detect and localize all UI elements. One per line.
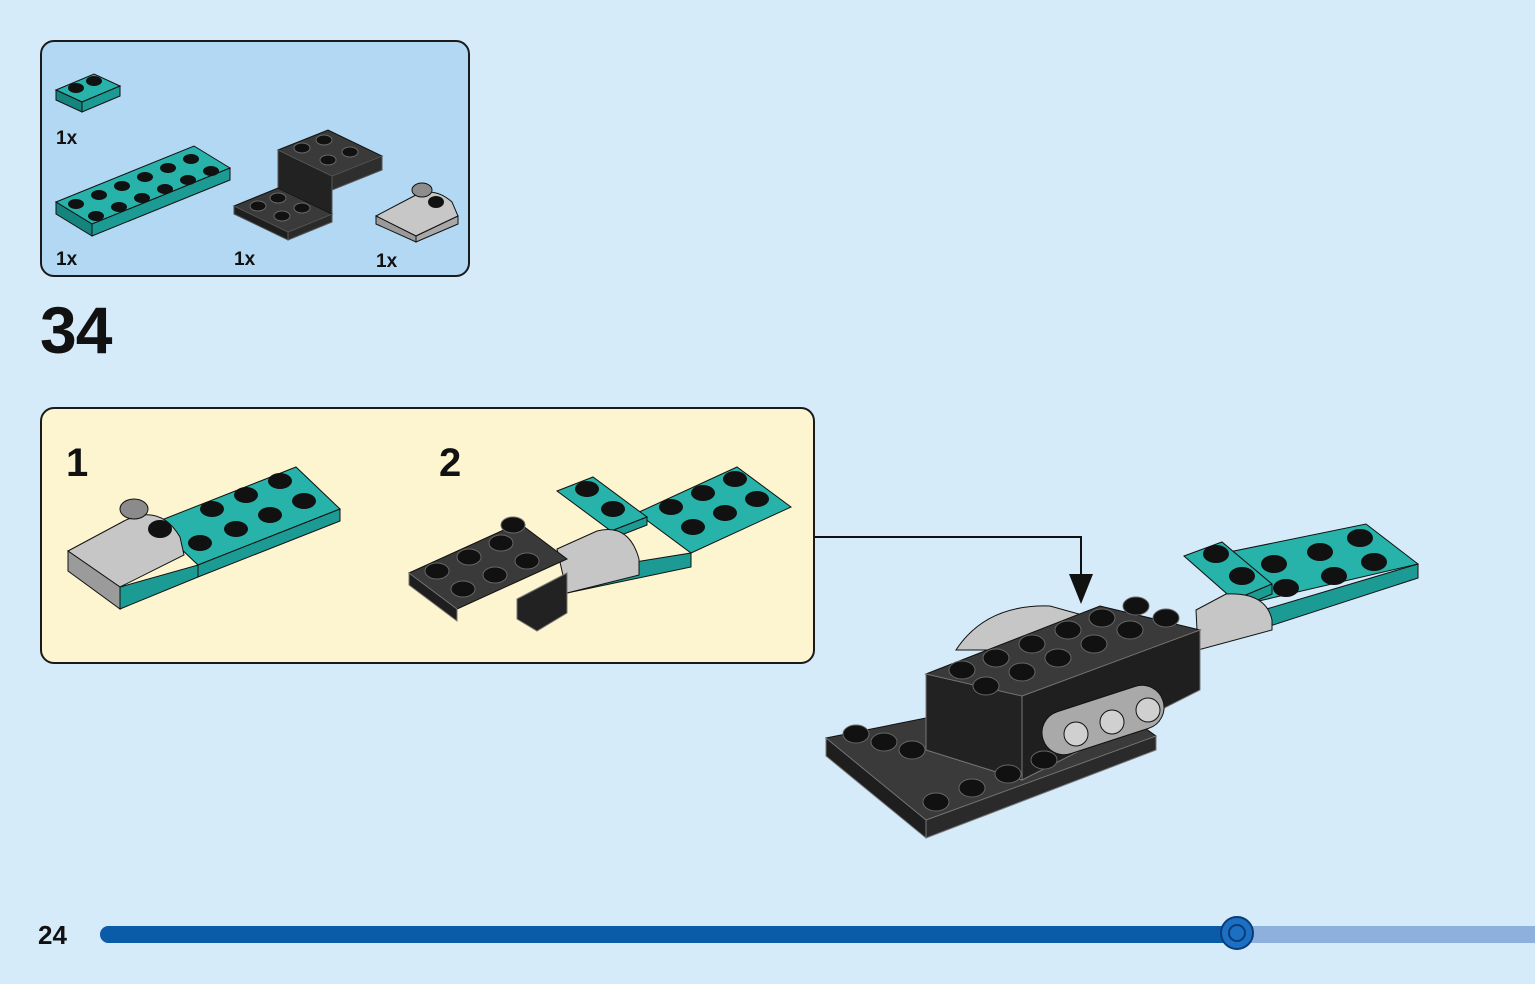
substep-1-illustration: [67, 466, 341, 610]
black-bracket-part: [232, 129, 384, 241]
parts-list-box: 1x 1x 1x: [40, 40, 470, 277]
step-number: 34: [40, 293, 112, 367]
teal-plate-2x6-part: [54, 145, 232, 237]
progress-bar: [100, 916, 1535, 950]
progress-marker: [1220, 916, 1255, 950]
main-model-illustration: [824, 523, 1420, 840]
quantity-label: 1x: [234, 249, 256, 270]
substep-number-1: 1: [66, 441, 89, 485]
progress-fill: [100, 926, 1240, 943]
teal-plate-1x2-part: [54, 73, 122, 113]
callout-arrow: [815, 536, 1093, 604]
substep-2-illustration: [408, 466, 792, 632]
quantity-label: 1x: [56, 249, 78, 270]
gray-slope-part: [374, 182, 459, 243]
substep-number-2: 2: [439, 441, 462, 485]
quantity-label: 1x: [56, 128, 78, 149]
page-number: 24: [38, 920, 67, 950]
quantity-label: 1x: [376, 251, 398, 272]
substep-box: 1 2: [40, 407, 815, 664]
